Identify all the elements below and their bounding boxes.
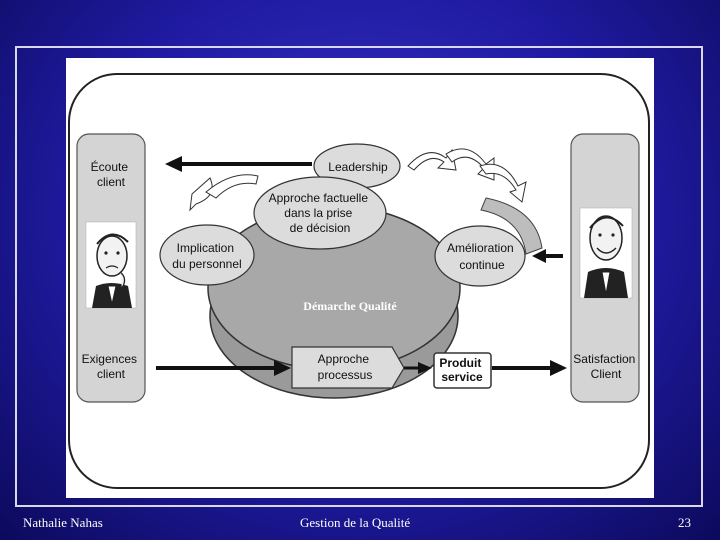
left-top-label: Écoute client (91, 159, 132, 189)
satisfied-client-icon (579, 207, 633, 299)
worried-client-icon (85, 221, 137, 309)
node-approche-factuelle (253, 176, 387, 250)
footer-author: Nathalie Nahas (23, 515, 103, 530)
curved-flow-arrows (189, 148, 527, 212)
footer-page-number: 23 (678, 515, 691, 530)
node-amelioration (434, 225, 526, 287)
node-amelioration-label: Amélioration continue (447, 241, 517, 272)
slide-frame (15, 46, 703, 507)
node-leadership-label: Leadership (328, 160, 388, 174)
node-approche-processus-label: Approche processus (318, 352, 373, 382)
quality-approach-diagram: Écoute client Exigences client Satisfact… (66, 58, 654, 498)
diagram-title: Démarche Qualité (303, 299, 397, 313)
left-bottom-label: Exigences client (82, 352, 141, 381)
node-implication-label: Implication du personnel (172, 241, 241, 271)
node-produit-service-label: Produit service (439, 356, 484, 384)
footer-title: Gestion de la Qualité (300, 515, 411, 530)
right-bottom-label: Satisfaction Client (573, 352, 638, 381)
node-approche-processus (291, 346, 405, 389)
node-produit-service (433, 352, 492, 389)
node-implication (159, 224, 255, 286)
flow-arrows (156, 156, 567, 376)
node-approche-factuelle-label: Approche factuelle dans la prise de déci… (269, 191, 372, 235)
